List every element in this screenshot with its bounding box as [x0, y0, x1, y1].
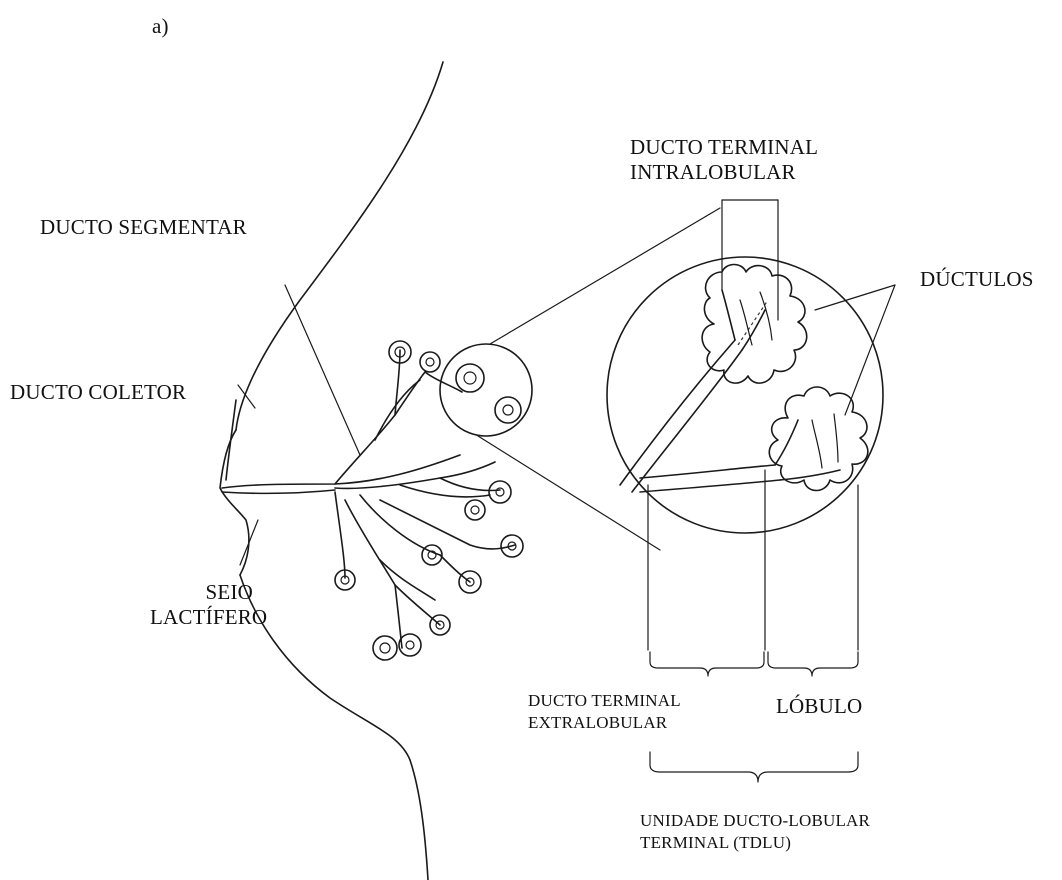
projection-line-lower	[478, 436, 660, 550]
label-intralobular-line-2: INTRALOBULAR	[630, 160, 818, 185]
breast-lower-contour	[240, 575, 410, 760]
projection-line-upper	[490, 208, 720, 344]
lobule-clusters	[335, 341, 523, 660]
label-ducto-segmentar: DUCTO SEGMENTAR	[40, 215, 247, 240]
label-lobulo: LÓBULO	[776, 694, 862, 719]
ducto-coletor-leader	[238, 385, 255, 408]
label-seio-lactifero-line-1: SEIO	[150, 580, 253, 605]
label-ducto-terminal-extralobular: DUCTO TERMINAL EXTRALOBULAR	[528, 690, 681, 734]
reference-bars	[648, 200, 858, 650]
small-magnify-circle	[440, 344, 532, 436]
upper-lobule	[702, 265, 807, 384]
label-intralobular-line-1: DUCTO TERMINAL	[630, 135, 818, 160]
tdlu-brace	[650, 752, 858, 782]
label-extralobular-line-2: EXTRALOBULAR	[528, 712, 681, 734]
ductulos-leader-1	[815, 285, 895, 310]
label-seio-lactifero: SEIO LACTÍFERO	[150, 580, 253, 630]
ducto-segmentar-leader	[285, 285, 360, 455]
label-ducto-coletor: DUCTO COLETOR	[10, 380, 186, 405]
lobulo-brace	[768, 652, 858, 676]
label-seio-lactifero-line-2: LACTÍFERO	[150, 605, 253, 630]
label-ducto-terminal-intralobular: DUCTO TERMINAL INTRALOBULAR	[630, 135, 818, 185]
seio-lactifero-leader	[240, 520, 258, 565]
extralobular-brace	[650, 652, 764, 676]
label-tdlu-line-2: TERMINAL (TDLU)	[640, 832, 870, 854]
breast-upper-contour	[236, 62, 443, 430]
label-extralobular-line-1: DUCTO TERMINAL	[528, 690, 681, 712]
label-tdlu: UNIDADE DUCTO-LOBULAR TERMINAL (TDLU)	[640, 810, 870, 854]
ductulos-leader-2	[845, 285, 895, 415]
label-tdlu-line-1: UNIDADE DUCTO-LOBULAR	[640, 810, 870, 832]
abdomen-contour	[410, 760, 428, 880]
magnified-tdlu	[620, 265, 868, 493]
label-ductulos: DÚCTULOS	[920, 267, 1034, 292]
panel-label: a)	[152, 14, 169, 39]
duct-tree	[222, 350, 515, 648]
